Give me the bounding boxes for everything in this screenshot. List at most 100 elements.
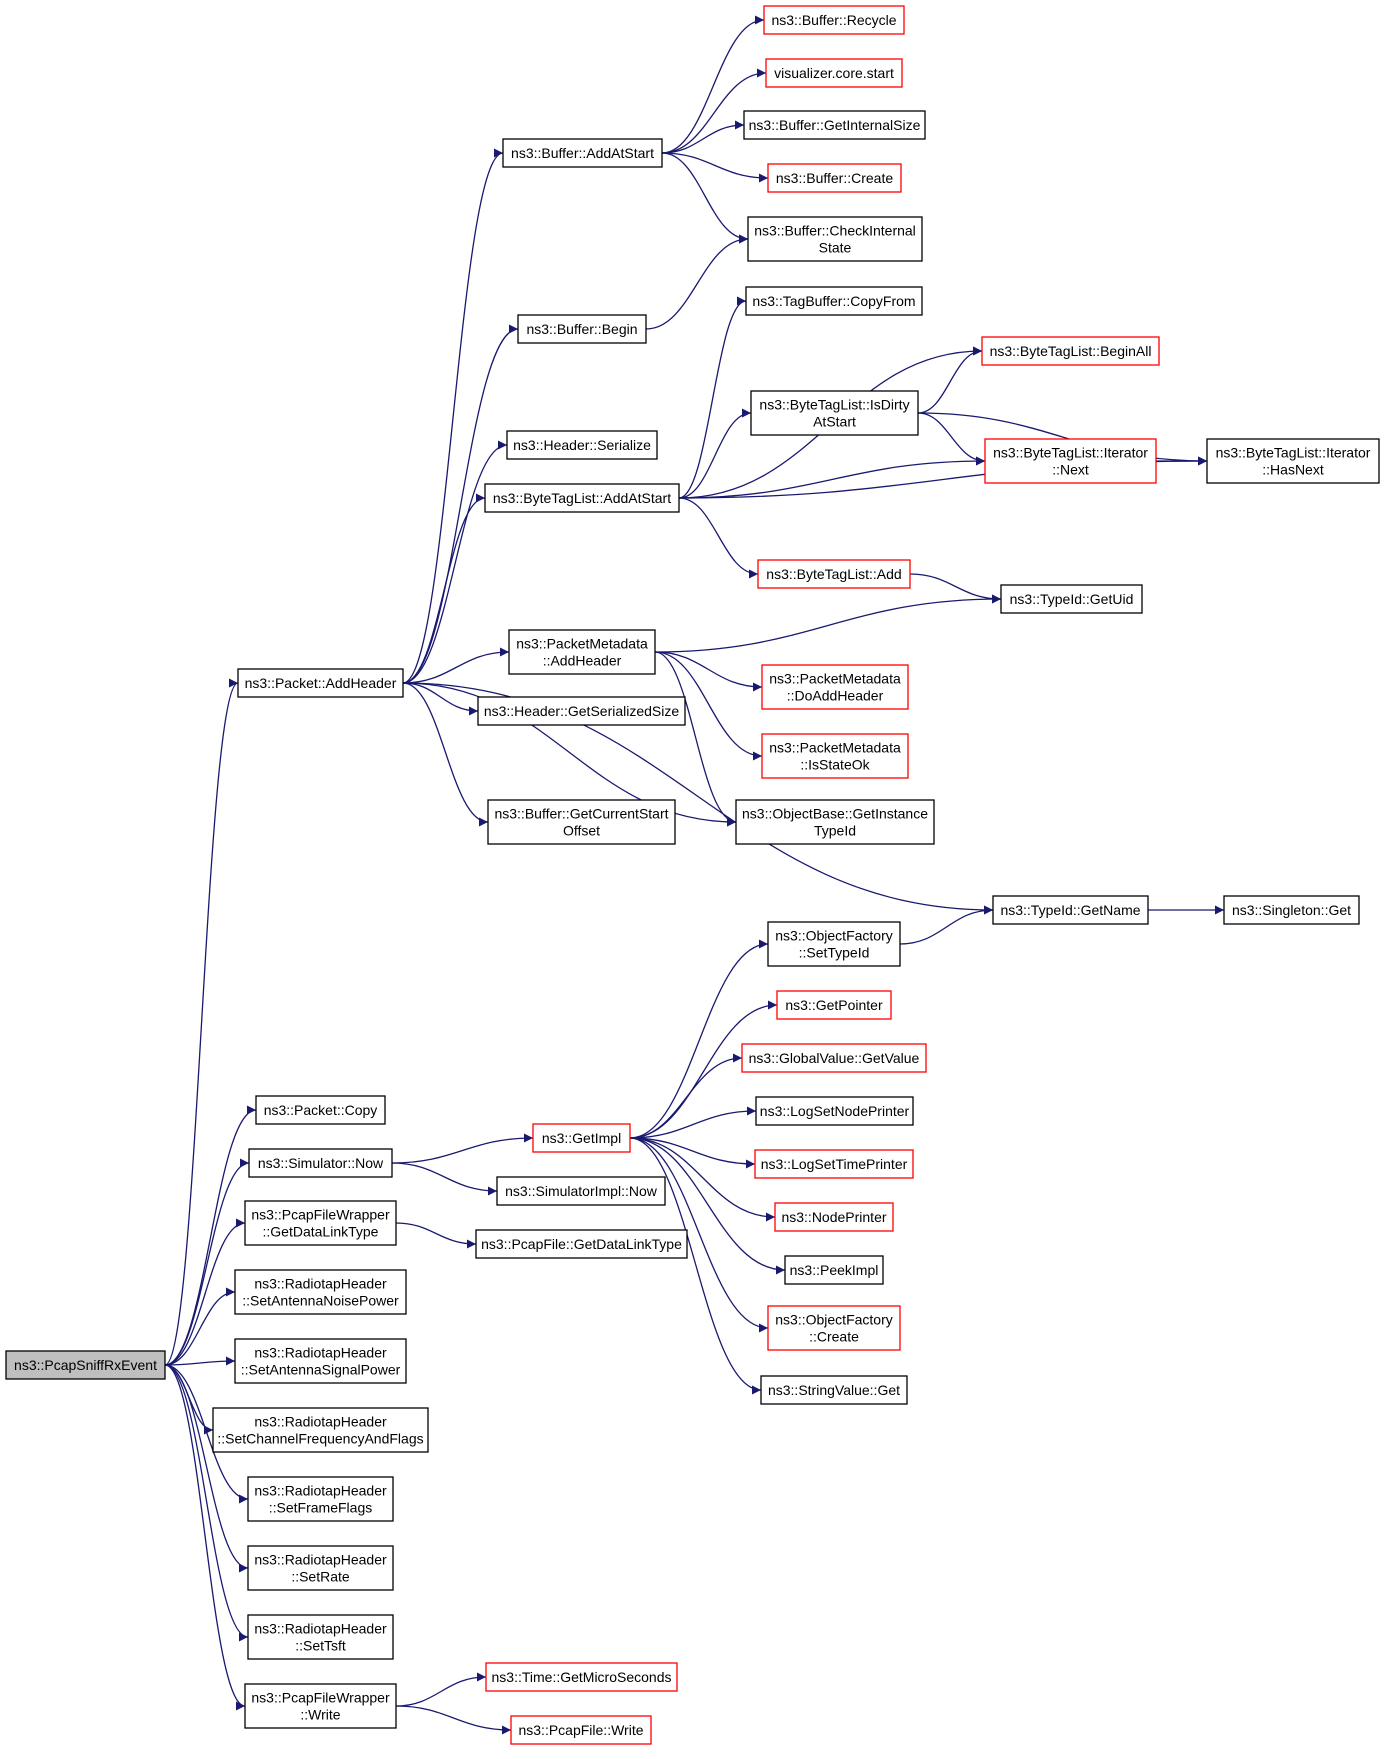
node-pcapfile-getdatalinktype[interactable]: ns3::PcapFile::GetDataLinkType [475,1229,688,1259]
node-radiotap-setantennanoisepower[interactable]: ns3::RadiotapHeader::SetAntennaNoisePowe… [234,1269,407,1315]
node-box [510,1715,652,1745]
node-label-line: ns3::ByteTagList::Add [766,566,901,582]
node-label-line: ns3::SimulatorImpl::Now [505,1183,658,1199]
node-label-line: ns3::Singleton::Get [1232,902,1351,918]
node-simulator-now[interactable]: ns3::Simulator::Now [248,1148,393,1178]
node-buffer-getinternalsize[interactable]: ns3::Buffer::GetInternalSize [743,110,926,140]
edge-packet-addheader-to-typeid-getname [402,682,994,915]
node-label-line: ::SetChannelFrequencyAndFlags [217,1431,423,1447]
node-box [763,5,905,35]
node-nodeprinter[interactable]: ns3::NodePrinter [774,1202,894,1232]
node-buffer-recycle[interactable]: ns3::Buffer::Recycle [763,5,905,35]
node-label-line: ns3::PacketMetadata [516,636,648,652]
edge-pcapfilewrapper-getdatalinktype-to-pcapfile-getdatalinktype [395,1222,477,1249]
node-logsettimeprinter[interactable]: ns3::LogSetTimePrinter [754,1149,914,1179]
node-label-line: ns3::RadiotapHeader [254,1552,387,1568]
node-pcapfilewrapper-getdatalinktype[interactable]: ns3::PcapFileWrapper::GetDataLinkType [244,1200,397,1246]
node-label-line: ns3::ObjectFactory [775,928,893,944]
node-buffer-begin[interactable]: ns3::Buffer::Begin [517,314,647,344]
node-singleton-get[interactable]: ns3::Singleton::Get [1223,895,1360,925]
node-header-serialize[interactable]: ns3::Header::Serialize [506,430,658,460]
node-label-line: ns3::PcapFile::GetDataLinkType [481,1236,682,1252]
node-label-line: ns3::RadiotapHeader [254,1621,387,1637]
node-typeid-getuid[interactable]: ns3::TypeId::GetUid [1000,584,1143,614]
node-box [475,1229,688,1259]
node-label-line: ns3::ByteTagList::AddAtStart [493,490,671,506]
node-label-line: AtStart [813,414,856,430]
node-box [244,1200,397,1246]
node-box [532,1123,631,1153]
node-box [765,58,903,88]
node-packet-addheader[interactable]: ns3::Packet::AddHeader [237,668,404,698]
node-box [487,799,676,845]
node-box [1223,895,1360,925]
node-packetmetadata-isstateok[interactable]: ns3::PacketMetadata::IsStateOk [761,733,909,779]
node-radiotap-settsft[interactable]: ns3::RadiotapHeader::SetTsft [247,1614,394,1660]
node-bytetaglist-addatstart[interactable]: ns3::ByteTagList::AddAtStart [484,483,680,513]
node-tagbuffer-copyfrom[interactable]: ns3::TagBuffer::CopyFrom [745,286,923,316]
node-packetmetadata-doaddheader[interactable]: ns3::PacketMetadata::DoAddHeader [761,664,909,710]
node-label-line: ns3::StringValue::Get [768,1382,900,1398]
node-label-line: ns3::Buffer::Recycle [771,12,896,28]
node-label-line: ::SetFrameFlags [269,1500,372,1516]
node-label-line: ns3::PacketMetadata [769,671,901,687]
edge-root-to-radiotap-setantennasignalpower [164,1356,236,1366]
node-box [754,1149,914,1179]
node-packetmetadata-addheader[interactable]: ns3::PacketMetadata::AddHeader [508,629,656,675]
node-radiotap-setantennasignalpower[interactable]: ns3::RadiotapHeader::SetAntennaSignalPow… [234,1338,407,1384]
edge-bytetaglist-addatstart-to-bytetaglist-iterator-next [678,456,986,499]
node-bytetaglist-add[interactable]: ns3::ByteTagList::Add [757,559,911,589]
node-logsetnodeprinter[interactable]: ns3::LogSetNodePrinter [755,1096,914,1126]
node-bytetaglist-beginall[interactable]: ns3::ByteTagList::BeginAll [981,336,1160,366]
node-bytetaglist-iterator-hasnext[interactable]: ns3::ByteTagList::Iterator::HasNext [1206,438,1380,484]
edge-bytetaglist-isdirtyatstart-to-bytetaglist-beginall [917,346,983,414]
node-objectfactory-settypeid[interactable]: ns3::ObjectFactory::SetTypeId [767,921,901,967]
node-radiotap-setchannelfrequencyandflags[interactable]: ns3::RadiotapHeader::SetChannelFrequency… [212,1407,429,1453]
node-getimpl[interactable]: ns3::GetImpl [532,1123,631,1153]
node-box [992,895,1149,925]
node-root[interactable]: ns3::PcapSniffRxEvent [5,1350,166,1380]
node-getpointer[interactable]: ns3::GetPointer [776,990,892,1020]
node-objectfactory-create[interactable]: ns3::ObjectFactory::Create [767,1305,901,1351]
edge-getimpl-to-nodeprinter [629,1137,776,1222]
edge-packetmetadata-addheader-to-packetmetadata-isstateok [654,651,763,761]
node-globalvalue-getvalue[interactable]: ns3::GlobalValue::GetValue [741,1043,927,1073]
node-pcapfile-write[interactable]: ns3::PcapFile::Write [510,1715,652,1745]
node-label-line: ns3::RadiotapHeader [254,1276,387,1292]
node-peekimpl[interactable]: ns3::PeekImpl [784,1255,884,1285]
node-stringvalue-get[interactable]: ns3::StringValue::Get [760,1375,908,1405]
node-label-line: ::SetTsft [295,1638,346,1654]
node-radiotap-setrate[interactable]: ns3::RadiotapHeader::SetRate [247,1545,394,1591]
node-label-line: ns3::Buffer::Begin [526,321,637,337]
node-time-getmicroseconds[interactable]: ns3::Time::GetMicroSeconds [485,1662,678,1692]
node-bytetaglist-iterator-next[interactable]: ns3::ByteTagList::Iterator::Next [984,438,1157,484]
edge-root-to-pcapfilewrapper-write [164,1364,246,1711]
node-box [485,1662,678,1692]
node-label-line: ::SetAntennaSignalPower [241,1362,401,1378]
node-visualizer-core-start[interactable]: visualizer.core.start [765,58,903,88]
node-label-line: ns3::PcapSniffRxEvent [14,1357,157,1373]
node-pcapfilewrapper-write[interactable]: ns3::PcapFileWrapper::Write [244,1683,397,1729]
node-box [212,1407,429,1453]
node-buffer-create[interactable]: ns3::Buffer::Create [767,163,902,193]
node-label-line: ns3::Buffer::CheckInternal [754,223,916,239]
node-label-line: ::SetRate [291,1569,350,1585]
node-packet-copy[interactable]: ns3::Packet::Copy [255,1095,386,1125]
node-buffer-addatstart[interactable]: ns3::Buffer::AddAtStart [502,138,663,168]
node-label-line: ns3::Header::GetSerializedSize [484,703,680,719]
node-label-line: ns3::ObjectFactory [775,1312,893,1328]
node-header-getserializedsize[interactable]: ns3::Header::GetSerializedSize [477,696,686,726]
node-label-line: ns3::Buffer::GetInternalSize [749,117,921,133]
node-radiotap-setframeflags[interactable]: ns3::RadiotapHeader::SetFrameFlags [247,1476,394,1522]
edge-buffer-begin-to-buffer-checkinternalstate [645,234,749,330]
edge-packet-addheader-to-buffer-addatstart [402,148,504,684]
node-simulatorimpl-now[interactable]: ns3::SimulatorImpl::Now [496,1176,666,1206]
edge-root-to-packet-addheader [164,678,239,1366]
node-typeid-getname[interactable]: ns3::TypeId::GetName [992,895,1149,925]
nodes-layer: ns3::PcapSniffRxEvent ns3::Packet::AddHea… [5,5,1380,1745]
node-label-line: ::DoAddHeader [787,688,884,704]
